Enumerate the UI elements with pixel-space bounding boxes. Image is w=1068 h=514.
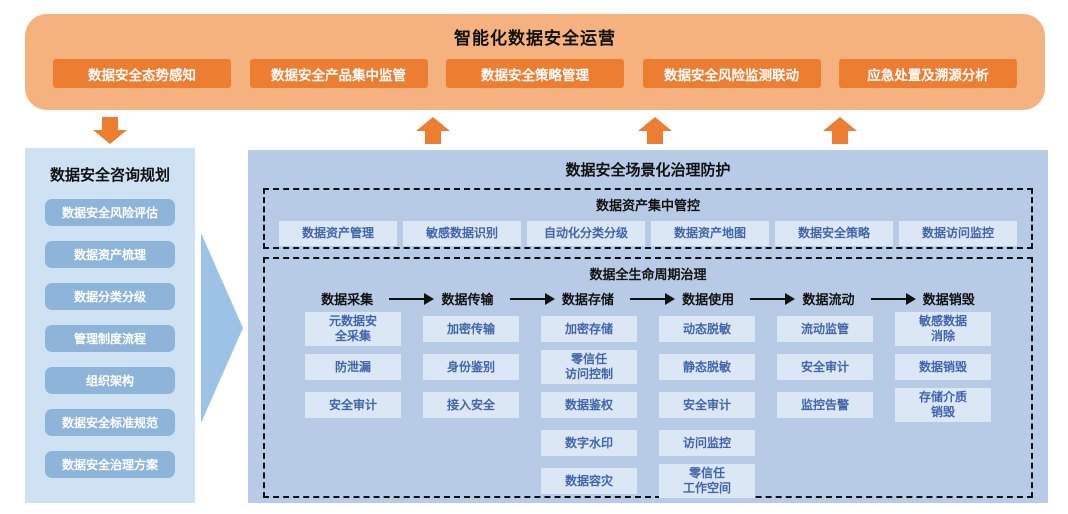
scenario-governance-panel: 数据安全场景化治理防护 数据资产集中管控 数据资产管理 敏感数据识别 自动化分类…: [248, 150, 1048, 503]
banner-intelligent-ops: 智能化数据安全运营 数据安全态势感知 数据安全产品集中监管 数据安全策略管理 数…: [25, 14, 1045, 110]
stage-usage: 数据使用: [682, 292, 735, 307]
up-arrow-head: [823, 117, 857, 131]
left-item-governance-plan: 数据安全治理方案: [45, 451, 175, 478]
stage-flow: 数据流动: [802, 292, 855, 307]
left-item-asset-sorting: 数据资产梳理: [45, 241, 175, 268]
left-item-risk-assessment: 数据安全风险评估: [45, 199, 175, 226]
banner-btn-situation-awareness: 数据安全态势感知: [53, 59, 231, 88]
lc-chip-zero-trust-access: 零信任 访问控制: [541, 350, 637, 384]
banner-title: 智能化数据安全运营: [454, 29, 616, 48]
up-arrow-head: [638, 117, 672, 131]
left-panel-title: 数据安全咨询规划: [49, 167, 170, 184]
lc-chip-media-destruction: 存储介质 销毁: [895, 388, 991, 422]
asset-control-title: 数据资产集中管控: [595, 198, 700, 213]
lc-chip-data-authorization: 数据鉴权: [541, 392, 637, 418]
banner-button-row: 数据安全态势感知 数据安全产品集中监管 数据安全策略管理 数据安全风险监测联动 …: [25, 59, 1045, 88]
up-arrow-icon-2: [638, 117, 672, 144]
flow-arrow-triangle-icon: [201, 233, 243, 423]
stage-collection: 数据采集: [321, 292, 374, 307]
lc-chip-encrypted-storage: 加密存储: [541, 316, 637, 342]
lc-chip-flow-supervision: 流动监管: [777, 316, 873, 342]
asset-chip-security-policy: 数据安全策略: [775, 221, 893, 246]
lc-chip-access-security: 接入安全: [423, 392, 519, 418]
up-arrow-shaft: [425, 131, 441, 144]
up-arrow-head: [416, 117, 450, 131]
asset-chip-sensitive-identification: 敏感数据识别: [403, 221, 521, 246]
lc-chip-access-monitoring: 访问监控: [659, 430, 755, 456]
lc-chip-encrypted-transmission: 加密传输: [423, 316, 519, 342]
lifecycle-title: 数据全生命周期治理: [589, 267, 707, 282]
asset-chip-auto-classification: 自动化分类分级: [527, 221, 645, 246]
banner-btn-product-supervision: 数据安全产品集中监管: [249, 59, 428, 88]
asset-chip-asset-map: 数据资产地图: [651, 221, 769, 246]
lifecycle-box: 数据全生命周期治理 数据采集 数据传输 数据存储 数据使用 数据流动 数据销毁 …: [263, 257, 1033, 498]
asset-control-box: 数据资产集中管控 数据资产管理 敏感数据识别 自动化分类分级 数据资产地图 数据…: [263, 188, 1033, 249]
down-arrow-head: [93, 130, 127, 144]
up-arrow-icon-3: [823, 117, 857, 144]
left-item-standards: 数据安全标准规范: [45, 409, 175, 436]
right-panel-title: 数据安全场景化治理防护: [565, 162, 731, 179]
stage-arrow-icon: [750, 292, 796, 305]
down-arrow-icon: [93, 117, 127, 144]
banner-btn-policy-management: 数据安全策略管理: [446, 59, 624, 88]
asset-chip-access-monitoring: 数据访问监控: [899, 221, 1017, 246]
banner-btn-emergency-traceability: 应急处置及溯源分析: [839, 59, 1017, 88]
left-item-management-process: 管理制度流程: [45, 325, 175, 352]
lc-chip-dynamic-masking: 动态脱敏: [659, 316, 755, 342]
stage-destruction: 数据销毁: [922, 292, 975, 307]
lc-chip-leak-prevention: 防泄漏: [305, 354, 401, 380]
lc-chip-monitoring-alert: 监控告警: [777, 392, 873, 418]
lifecycle-grid: 元数据安 全采集 防泄漏 安全审计 加密传输 身份鉴别 接入安全 加密存储 零信…: [265, 310, 1031, 500]
left-item-org-structure: 组织架构: [45, 367, 175, 394]
lc-chip-usage-audit: 安全审计: [659, 392, 755, 418]
up-arrow-shaft: [647, 131, 663, 144]
lc-chip-zero-trust-workspace: 零信任 工作空间: [659, 464, 755, 498]
stage-arrow-icon: [870, 292, 916, 305]
left-item-classification-grading: 数据分类分级: [45, 283, 175, 310]
lc-chip-identity-authentication: 身份鉴别: [423, 354, 519, 380]
stage-arrow-icon: [389, 292, 435, 305]
stage-transmission: 数据传输: [441, 292, 494, 307]
asset-chip-asset-management: 数据资产管理: [279, 221, 397, 246]
down-arrow-shaft: [102, 117, 118, 130]
lc-chip-disaster-recovery: 数据容灾: [541, 468, 637, 494]
lc-chip-sensitive-elimination: 敏感数据 消除: [895, 312, 991, 346]
up-arrow-icon-1: [416, 117, 450, 144]
lc-chip-flow-audit: 安全审计: [777, 354, 873, 380]
lc-chip-static-masking: 静态脱敏: [659, 354, 755, 380]
stage-arrow-icon: [629, 292, 675, 305]
lc-chip-data-destruction: 数据销毁: [895, 354, 991, 380]
consulting-planning-panel: 数据安全咨询规划 数据安全风险评估 数据资产梳理 数据分类分级 管理制度流程 组…: [25, 148, 195, 503]
stage-storage: 数据存储: [561, 292, 614, 307]
banner-btn-risk-monitoring: 数据安全风险监测联动: [642, 59, 821, 88]
up-arrow-shaft: [832, 131, 848, 144]
lc-chip-digital-watermark: 数字水印: [541, 430, 637, 456]
left-panel-list: 数据安全风险评估 数据资产梳理 数据分类分级 管理制度流程 组织架构 数据安全标…: [25, 199, 195, 478]
lc-chip-metadata-collection: 元数据安 全采集: [305, 312, 401, 346]
lifecycle-stage-row: 数据采集 数据传输 数据存储 数据使用 数据流动 数据销毁: [265, 289, 1031, 308]
asset-control-row: 数据资产管理 敏感数据识别 自动化分类分级 数据资产地图 数据安全策略 数据访问…: [265, 221, 1031, 246]
lc-chip-collection-audit: 安全审计: [305, 392, 401, 418]
stage-arrow-icon: [509, 292, 555, 305]
